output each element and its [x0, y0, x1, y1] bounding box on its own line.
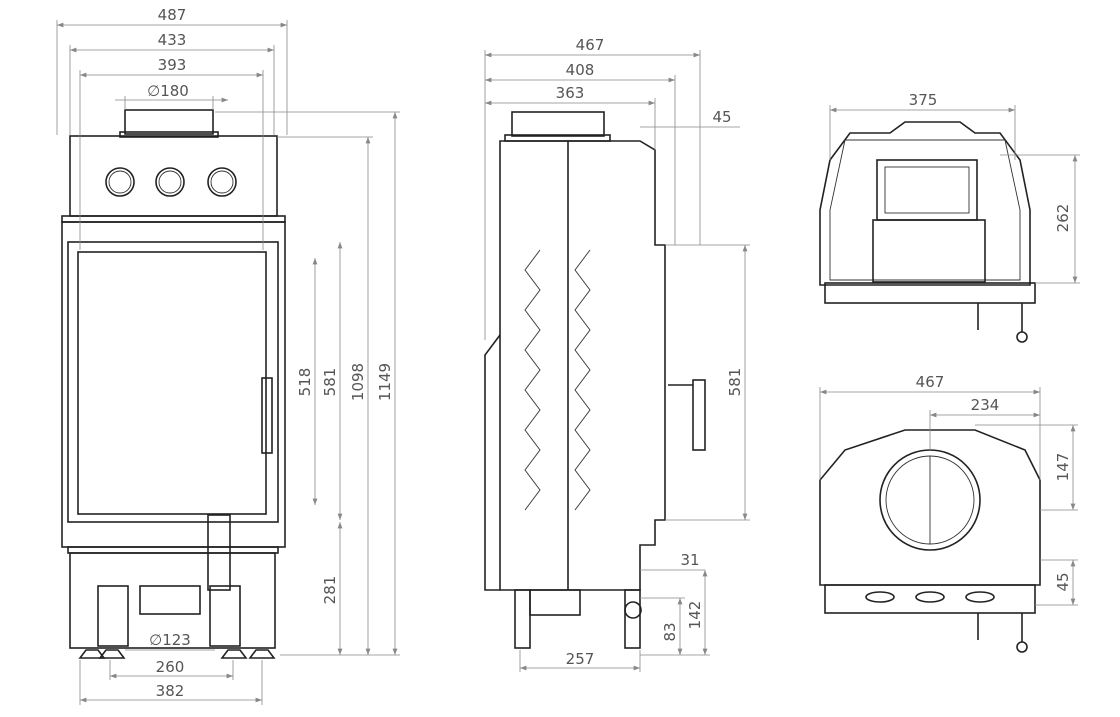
door-frame: [61, 221, 286, 548]
baffle-wave: [524, 249, 541, 511]
top-box: [69, 135, 278, 217]
dim-leg-spacing-inner: 260: [156, 658, 185, 676]
dim-bottom-depth: 147: [1054, 453, 1072, 482]
dim-top-depth: 262: [1054, 204, 1072, 233]
air-port: [155, 167, 185, 197]
dim-body-height: 1098: [349, 363, 367, 401]
dim-glass-height: 518: [296, 368, 314, 397]
dim-leg-spacing-outer: 382: [156, 682, 185, 700]
door[interactable]: [67, 241, 279, 523]
front-view: 487 433 393 ∅180 518 581 1098 1149 281 ∅…: [56, 6, 400, 705]
side-body: [499, 140, 666, 591]
dim-width-overall: 487: [158, 6, 187, 24]
dim-base-height: 281: [321, 576, 339, 605]
dim-door-height: 581: [321, 368, 339, 397]
dim-bottom-offset: 45: [1054, 572, 1072, 591]
dim-top-width: 375: [909, 91, 938, 109]
top-outline: [819, 121, 1031, 286]
grate: [876, 159, 978, 221]
air-port: [105, 167, 135, 197]
dim-bottom-width: 467: [916, 373, 945, 391]
dim-depth-body: 408: [566, 61, 595, 79]
base: [69, 552, 276, 649]
bottom-outline: [819, 429, 1041, 586]
dim-width-body: 433: [158, 31, 187, 49]
dim-door-height: 581: [726, 368, 744, 397]
flue-collar: [124, 109, 214, 135]
dim-door-gap: 31: [680, 551, 699, 569]
dim-flue-offset: 45: [712, 108, 731, 126]
side-view: 467 408 363 45 581 31 142 83 257: [484, 36, 750, 672]
dim-height-overall: 1149: [376, 363, 394, 401]
dim-width-inner: 393: [158, 56, 187, 74]
bottom-view: 467 234 147 45: [819, 373, 1078, 653]
dim-flue-diameter: ∅180: [147, 82, 189, 100]
dim-inlet-height: 142: [686, 601, 704, 630]
dim-inlet-center: 83: [661, 622, 679, 641]
dim-bottom-half-width: 234: [971, 396, 1000, 414]
baffle-wave: [574, 249, 591, 511]
dim-air-inlet-diameter: ∅123: [149, 631, 191, 649]
door-handle[interactable]: [261, 377, 273, 454]
dim-depth-inner: 363: [556, 84, 585, 102]
dim-base-depth: 257: [566, 650, 595, 668]
door-handle[interactable]: [692, 379, 706, 451]
dim-depth-overall: 467: [576, 36, 605, 54]
air-port: [207, 167, 237, 197]
glass: [77, 251, 267, 515]
top-view: 375 262: [819, 91, 1080, 343]
